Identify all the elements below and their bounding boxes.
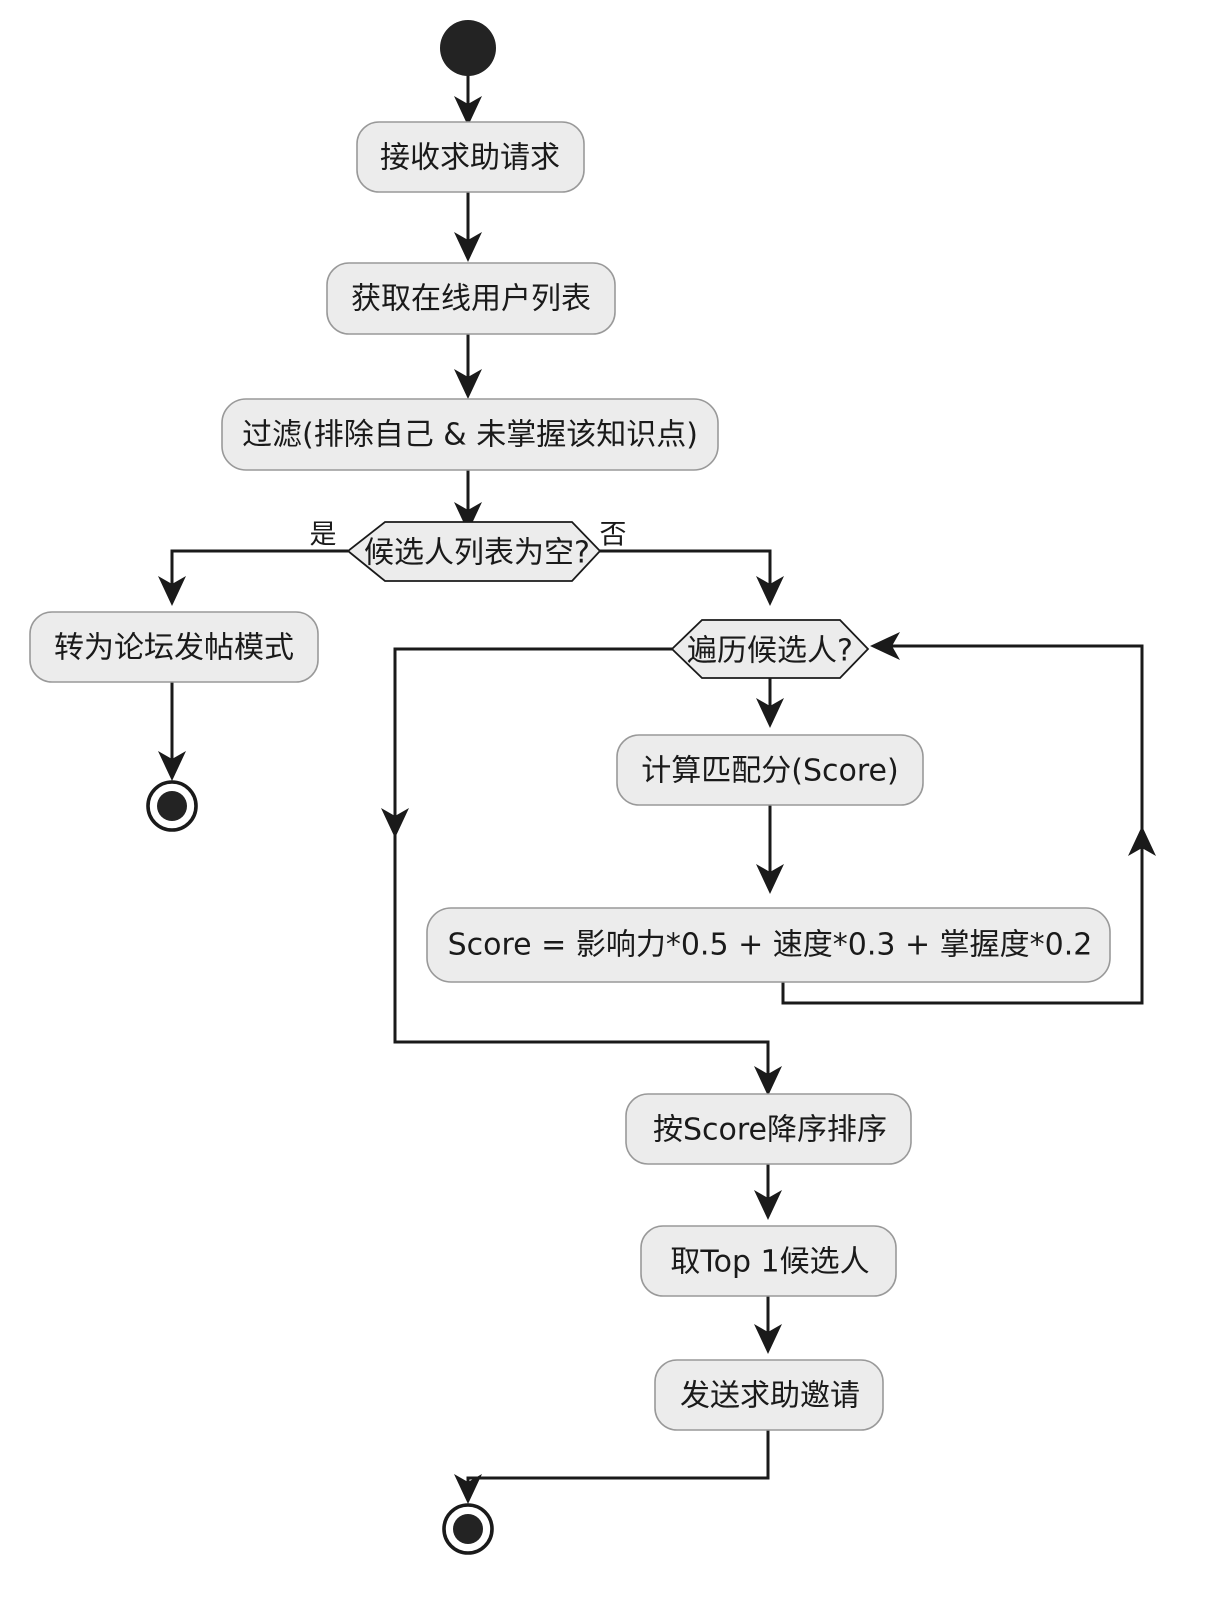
edge-receive-to-online-users	[454, 192, 482, 262]
node-filter-label: 过滤(排除自己 & 未掌握该知识点)	[242, 418, 698, 453]
edge-iterate-to-compute-score	[756, 678, 784, 728]
edge-label-no: 否	[600, 520, 627, 551]
edge-filter-to-decision	[454, 470, 482, 532]
node-get-online-users-label: 获取在线用户列表	[351, 282, 591, 317]
edge-compute-score-to-formula	[756, 805, 784, 894]
node-send-invite-label: 发送求助邀请	[680, 1379, 860, 1414]
node-iterate-candidates-decision[interactable]: 遍历候选人?	[670, 619, 870, 679]
node-compute-score[interactable]: 计算匹配分(Score)	[616, 734, 924, 806]
edge-iterate-exit-to-sort	[381, 647, 782, 1096]
edge-online-users-to-filter	[454, 334, 482, 399]
edge-sort-to-top1	[754, 1164, 782, 1220]
node-start[interactable]	[440, 20, 496, 76]
node-forum-mode[interactable]: 转为论坛发帖模式	[29, 611, 319, 683]
edge-forum-to-end	[158, 682, 186, 781]
edge-start-to-receive	[454, 70, 482, 126]
node-end-forum[interactable]	[146, 780, 198, 832]
edge-label-yes: 是	[310, 520, 337, 551]
node-end-main[interactable]	[442, 1503, 494, 1555]
edge-send-invite-to-end	[454, 1430, 770, 1504]
edge-decision-no-to-iterate	[589, 549, 784, 606]
node-take-top1-label: 取Top 1候选人	[670, 1245, 869, 1280]
node-filter[interactable]: 过滤(排除自己 & 未掌握该知识点)	[221, 398, 719, 471]
node-receive-request[interactable]: 接收求助请求	[356, 121, 585, 193]
node-get-online-users[interactable]: 获取在线用户列表	[326, 262, 616, 335]
node-sort-desc-label: 按Score降序排序	[653, 1113, 887, 1148]
node-iterate-candidates-label: 遍历候选人?	[687, 634, 853, 669]
node-receive-request-label: 接收求助请求	[380, 141, 560, 176]
node-sort-desc[interactable]: 按Score降序排序	[625, 1093, 912, 1165]
node-score-formula-label: Score = 影响力*0.5 + 速度*0.3 + 掌握度*0.2	[448, 928, 1093, 963]
node-candidate-empty-decision[interactable]: 候选人列表为空?	[346, 521, 602, 582]
node-send-invite[interactable]: 发送求助邀请	[654, 1359, 884, 1431]
edge-decision-yes-to-forum	[158, 549, 348, 606]
node-forum-mode-label: 转为论坛发帖模式	[54, 631, 294, 666]
node-score-formula[interactable]: Score = 影响力*0.5 + 速度*0.3 + 掌握度*0.2	[426, 907, 1111, 983]
edge-formula-loopback-to-iterate	[781, 632, 1156, 1005]
node-compute-score-label: 计算匹配分(Score)	[641, 754, 898, 789]
node-take-top1[interactable]: 取Top 1候选人	[640, 1225, 897, 1297]
node-candidate-empty-label: 候选人列表为空?	[364, 536, 590, 571]
edge-top1-to-send-invite	[754, 1296, 782, 1354]
